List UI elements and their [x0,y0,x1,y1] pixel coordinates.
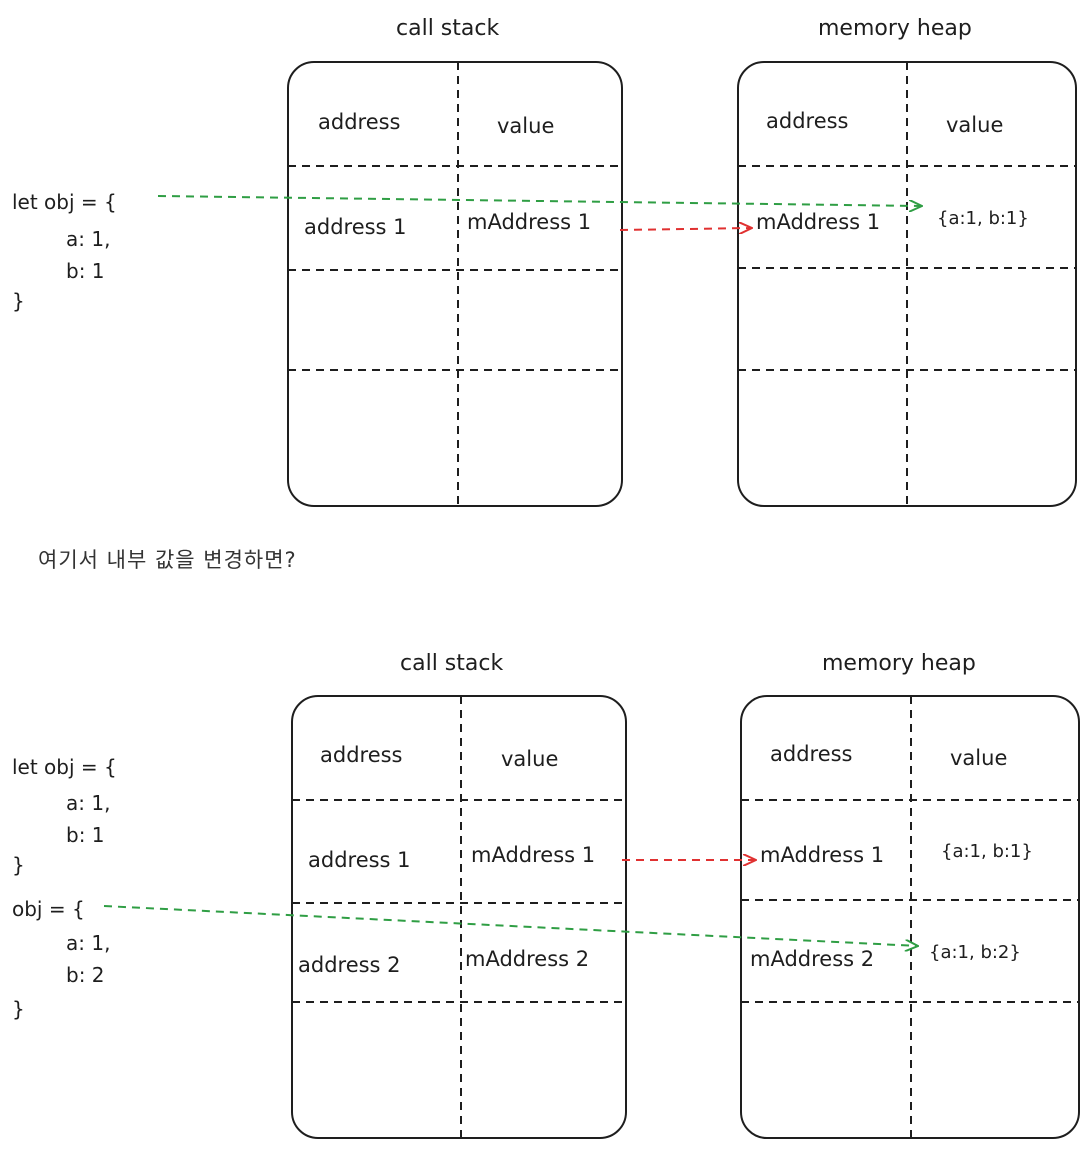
heap-row-address: mAddress 1 [756,210,880,234]
header-address: address [318,110,401,134]
code-line: b: 1 [66,823,105,847]
memory-heap-title: memory heap [822,651,976,676]
code-line: a: 1, [66,227,110,251]
heap-row-value: {a:1, b:1} [937,208,1029,229]
call-stack-box [291,695,627,1139]
caption-text: 여기서 내부 값을 변경하면? [38,548,297,572]
bottom-memory-heap: memory heap address value mAddress 1 {a:… [740,651,1080,1139]
code-line: let obj = { [12,190,117,214]
reference-arrow [157,195,922,206]
code-line: a: 1, [66,931,110,955]
code-line: a: 1, [66,791,110,815]
reference-arrow [103,905,918,946]
header-address: address [766,109,849,133]
stack-row-value: mAddress 2 [465,947,589,971]
bottom-code-block: let obj = { a: 1, b: 1 } obj = { a: 1, b… [12,755,117,1021]
bottom-call-stack: call stack address value address 1 mAddr… [291,651,627,1139]
code-line: obj = { [12,897,85,921]
heap-row-address: mAddress 1 [760,843,884,867]
call-stack-box [287,61,623,507]
heap-row-value: {a:1, b:1} [941,841,1033,862]
header-address: address [320,743,403,767]
header-value: value [501,747,558,771]
heap-row-value: {a:1, b:2} [929,942,1021,963]
header-value: value [946,113,1003,137]
stack-row-address: address 1 [308,848,411,872]
top-call-stack: call stack address value address 1 mAddr… [287,16,623,507]
code-line: } [12,997,25,1021]
code-line: b: 2 [66,963,105,987]
stack-row-value: mAddress 1 [467,210,591,234]
top-memory-heap: memory heap address value mAddress 1 {a:… [737,16,1077,507]
code-line: } [12,289,25,313]
stack-row-address: address 2 [298,953,401,977]
code-line: let obj = { [12,755,117,779]
code-line: } [12,853,25,877]
top-code-block: let obj = { a: 1, b: 1 } [12,190,117,313]
pointer-arrow [619,228,752,230]
stack-row-value: mAddress 1 [471,843,595,867]
call-stack-title: call stack [400,651,503,676]
call-stack-title: call stack [396,16,499,41]
memory-heap-title: memory heap [818,16,972,41]
code-line: b: 1 [66,259,105,283]
header-value: value [950,746,1007,770]
heap-row-address: mAddress 2 [750,947,874,971]
header-value: value [497,114,554,138]
header-address: address [770,742,853,766]
stack-row-address: address 1 [304,215,407,239]
